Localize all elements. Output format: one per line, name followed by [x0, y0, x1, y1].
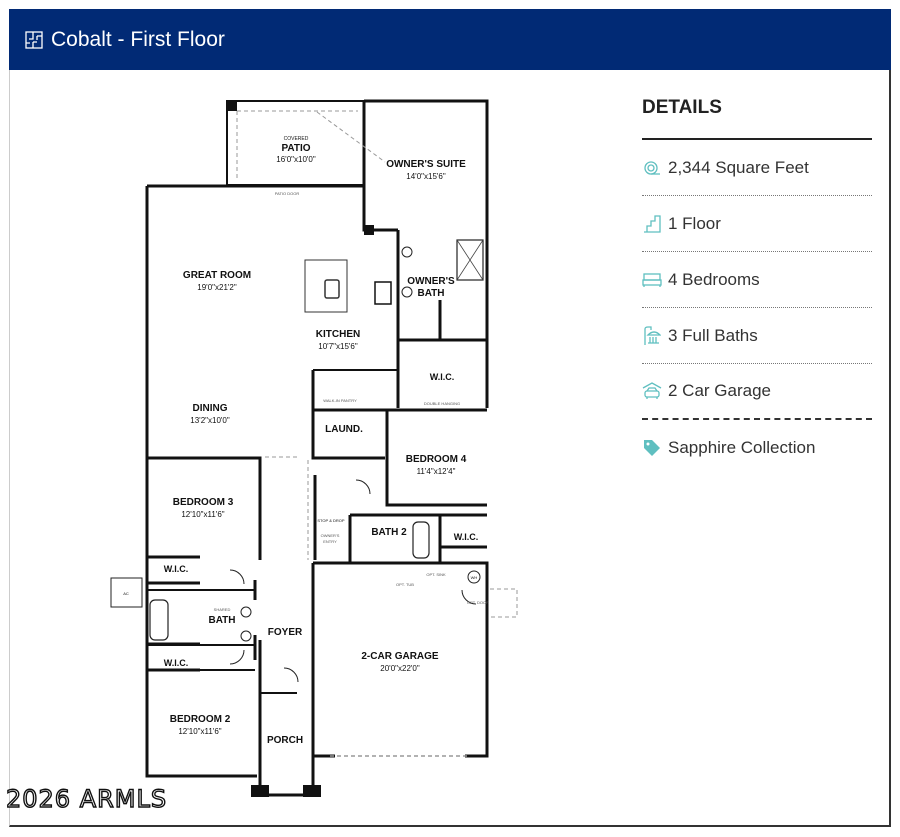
svg-text:BATH: BATH — [208, 615, 235, 626]
svg-text:OPT. SINK: OPT. SINK — [426, 572, 446, 577]
page-title: Cobalt - First Floor — [51, 27, 225, 51]
svg-text:14'0"x15'6": 14'0"x15'6" — [406, 172, 446, 181]
svg-text:10'7"x15'6": 10'7"x15'6" — [318, 342, 358, 351]
svg-text:OWNER'S: OWNER'S — [407, 276, 455, 287]
svg-text:20'0"x22'0": 20'0"x22'0" — [380, 664, 420, 673]
svg-text:COVERED: COVERED — [284, 136, 309, 142]
detail-bedrooms: 4 Bedrooms — [642, 252, 872, 308]
details-panel: DETAILS 2,344 Square Feet 1 Floor 4 Bedr… — [642, 90, 872, 476]
details-heading: DETAILS — [642, 97, 722, 118]
detail-floors: 1 Floor — [642, 196, 872, 252]
svg-text:ENTRY: ENTRY — [323, 539, 337, 544]
svg-text:DOUBLE HANGING: DOUBLE HANGING — [424, 401, 460, 406]
garage-car-icon — [642, 381, 662, 401]
detail-collection: Sapphire Collection — [642, 420, 872, 476]
svg-text:W.I.C.: W.I.C. — [454, 532, 479, 542]
svg-text:GREAT ROOM: GREAT ROOM — [183, 270, 251, 281]
floor-plan-drawing: COVERED PATIO 16'0"x10'0" PATIO DOOR OWN… — [110, 99, 518, 797]
svg-text:11'4"x12'4": 11'4"x12'4" — [417, 467, 456, 476]
svg-text:12'10"x11'6": 12'10"x11'6" — [181, 510, 224, 519]
svg-text:BEDROOM 4: BEDROOM 4 — [406, 454, 467, 465]
svg-text:SHARED: SHARED — [214, 607, 231, 612]
svg-text:PATIO DOOR: PATIO DOOR — [275, 191, 300, 196]
stairs-icon — [642, 214, 662, 234]
svg-text:DINING: DINING — [193, 403, 228, 414]
header-bar: Cobalt - First Floor — [9, 9, 891, 70]
svg-text:WALK-IN PANTRY: WALK-IN PANTRY — [323, 398, 357, 403]
svg-text:BEDROOM 2: BEDROOM 2 — [170, 714, 231, 725]
floorplan-icon — [25, 30, 43, 49]
svg-text:BEDROOM 3: BEDROOM 3 — [173, 497, 234, 508]
svg-text:PORCH: PORCH — [267, 735, 303, 746]
bed-icon — [642, 270, 662, 290]
svg-text:19'0"x21'2": 19'0"x21'2" — [197, 283, 237, 292]
svg-text:WH: WH — [471, 575, 478, 580]
svg-text:PATIO: PATIO — [281, 143, 310, 154]
floorplan-card — [9, 9, 891, 827]
svg-text:FOYER: FOYER — [268, 627, 303, 638]
tag-icon — [642, 438, 662, 458]
detail-garage: 2 Car Garage — [642, 364, 872, 420]
watermark: 2026 ARMLS — [5, 784, 168, 813]
svg-text:12'10"x11'6": 12'10"x11'6" — [178, 727, 221, 736]
svg-text:KITCHEN: KITCHEN — [316, 329, 360, 340]
svg-text:BATH: BATH — [417, 288, 444, 299]
svg-text:BATH 2: BATH 2 — [371, 527, 407, 538]
svg-text:W.I.C.: W.I.C. — [164, 658, 189, 668]
svg-text:STOP & DROP: STOP & DROP — [317, 518, 345, 523]
svg-text:OWNER'S: OWNER'S — [321, 533, 340, 538]
detail-baths: 3 Full Baths — [642, 308, 872, 364]
svg-text:OPT. TUB: OPT. TUB — [396, 582, 414, 587]
svg-text:W.I.C.: W.I.C. — [164, 564, 189, 574]
svg-text:OPT. DOOR: OPT. DOOR — [467, 600, 489, 605]
svg-text:OWNER'S SUITE: OWNER'S SUITE — [386, 159, 466, 170]
shower-icon — [642, 325, 662, 346]
svg-text:LAUND.: LAUND. — [325, 424, 363, 435]
svg-text:W.I.C.: W.I.C. — [430, 372, 455, 382]
svg-text:2-CAR GARAGE: 2-CAR GARAGE — [361, 651, 439, 662]
divider — [642, 138, 872, 140]
svg-text:13'2"x10'0": 13'2"x10'0" — [190, 416, 230, 425]
detail-square-feet: 2,344 Square Feet — [642, 140, 872, 196]
svg-text:16'0"x10'0": 16'0"x10'0" — [276, 155, 316, 164]
svg-text:AC: AC — [123, 591, 129, 596]
tape-measure-icon — [642, 158, 662, 178]
